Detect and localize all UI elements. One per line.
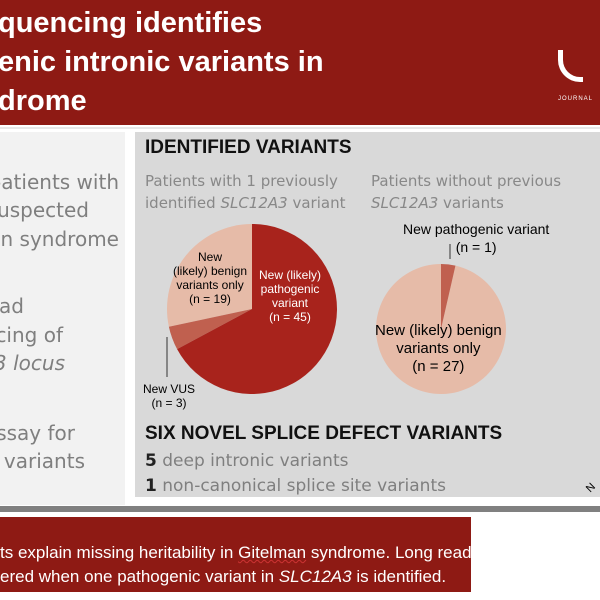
pie-slice xyxy=(376,264,507,394)
pie-slice xyxy=(168,309,252,350)
splice-item: 5 deep intronic variants xyxy=(145,451,349,471)
splice-heading: SIX NOVEL SPLICE DEFECT VARIANTS xyxy=(145,423,503,444)
splice-item: 1 non-canonical splice site variants xyxy=(145,476,446,496)
method-text: cing of xyxy=(0,323,63,347)
divider-bar xyxy=(0,506,600,512)
conclusion-line: ered when one pathogenic variant in SLC1… xyxy=(0,567,447,586)
pie-slice xyxy=(167,224,252,327)
method-text: uspected xyxy=(0,198,89,222)
pie-slice xyxy=(177,224,337,394)
method-text: ad xyxy=(0,294,24,318)
conclusion-box: ts explain missing heritability in Gitel… xyxy=(0,517,471,592)
journal-logo: JOURNAL xyxy=(548,22,600,112)
label-pathogenic-2: New pathogenic variant(n = 1) xyxy=(403,221,550,255)
conclusion-line: ts explain missing heritability in Gitel… xyxy=(0,543,471,562)
pie-charts xyxy=(166,224,507,394)
identified-heading: IDENTIFIED VARIANTS xyxy=(145,137,352,158)
method-text: patients with xyxy=(0,170,119,194)
results-panel: IDENTIFIED VARIANTS Patients with 1 prev… xyxy=(135,132,600,497)
methods-panel: patients with uspected an syndrome ad ci… xyxy=(0,132,125,505)
method-text: ssay for xyxy=(0,421,75,445)
method-text: c variants xyxy=(0,449,85,473)
label-vus: New VUS(n = 3) xyxy=(143,382,196,410)
divider xyxy=(0,127,600,129)
method-text: an syndrome xyxy=(0,227,119,251)
method-text: 3 locus xyxy=(0,351,65,375)
pie-slice xyxy=(441,264,456,329)
